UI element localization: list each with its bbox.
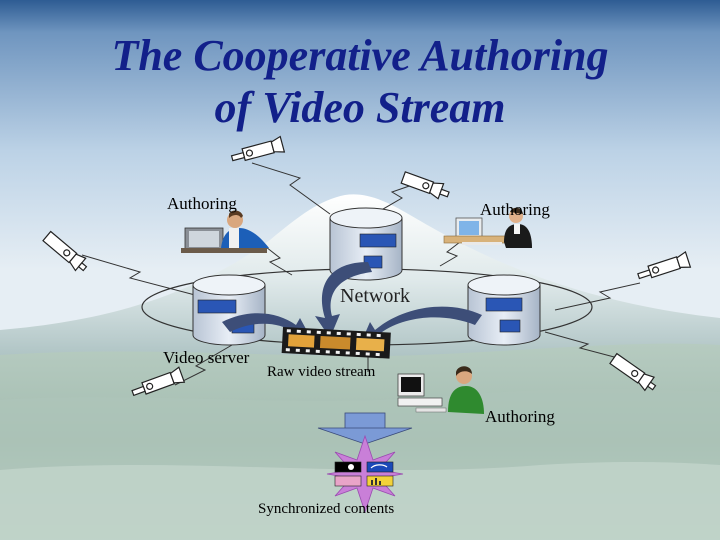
video-server-icon: [329, 207, 403, 281]
authoring-label-left: Authoring: [167, 194, 237, 213]
video-camera-icon: [400, 171, 450, 200]
multimedia-contents-icon: [326, 434, 404, 514]
authoring-label-bottom: Authoring: [485, 407, 555, 426]
connection-lines: [81, 162, 641, 386]
slide-title: The Cooperative Authoring of Video Strea…: [0, 30, 720, 134]
authoring-workstation-icon: [397, 366, 484, 414]
video-server-label: Video server: [163, 348, 250, 367]
video-server-icon: [467, 274, 541, 346]
video-camera-icon: [637, 250, 692, 280]
video-camera-icon: [609, 352, 657, 392]
network-label: Network: [340, 285, 410, 307]
video-camera-icon: [42, 230, 88, 272]
video-server-icon: [192, 274, 266, 346]
authoring-label-right: Authoring: [480, 200, 550, 219]
title-line-2: of Video Stream: [214, 83, 506, 132]
authoring-workstation-icon: [443, 207, 532, 248]
data-flow-arrows: [222, 262, 482, 345]
synchronized-contents-label: Synchronized contents: [258, 501, 395, 517]
film-strip-icon: [281, 327, 391, 359]
authoring-workstation-icon: [181, 210, 269, 253]
title-line-1: The Cooperative Authoring: [111, 31, 609, 80]
raw-video-stream-label: Raw video stream: [267, 364, 376, 380]
video-camera-icon: [230, 135, 286, 162]
video-camera-icon: [131, 366, 186, 397]
